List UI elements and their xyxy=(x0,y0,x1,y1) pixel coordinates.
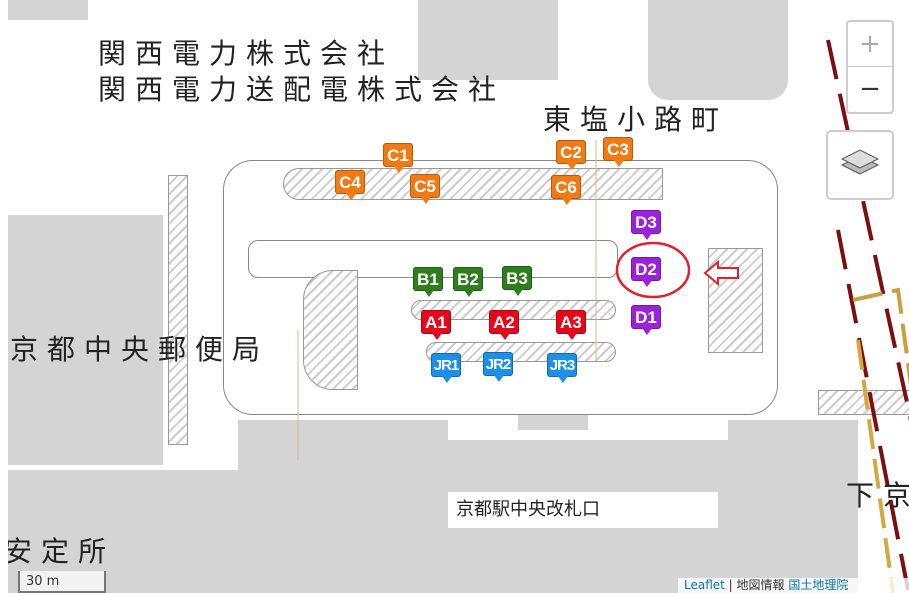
layers-icon xyxy=(840,149,880,175)
layers-button[interactable] xyxy=(826,130,894,200)
marker-b1[interactable]: B1 xyxy=(413,267,443,297)
marker-a1[interactable]: A1 xyxy=(421,310,451,340)
marker-b2[interactable]: B2 xyxy=(453,267,483,297)
rail-lines xyxy=(297,39,909,593)
zoom-out-button[interactable]: − xyxy=(859,74,881,104)
marker-a3[interactable]: A3 xyxy=(556,310,586,340)
map-label-anteisho: 安定所 xyxy=(4,535,116,568)
map-label-higashi-shiokoji: 東塩小路町 xyxy=(543,103,729,136)
gsi-link[interactable]: 国土地理院 xyxy=(788,578,849,592)
map-label-shimogyo: 下京 xyxy=(846,479,909,512)
marker-c6[interactable]: C6 xyxy=(551,175,581,205)
marker-c5[interactable]: C5 xyxy=(410,174,440,204)
marker-c1[interactable]: C1 xyxy=(383,143,413,173)
marker-jr3[interactable]: JR3 xyxy=(547,353,577,383)
map-label-kepco-td: 関西電力送配電株式会社 xyxy=(98,73,506,106)
marker-jr2[interactable]: JR2 xyxy=(483,352,513,382)
map-label-post-office: 京都中央郵便局 xyxy=(10,333,270,366)
building xyxy=(8,215,163,465)
marker-c3[interactable]: C3 xyxy=(603,137,633,167)
attribution-sep: | 地図情報 xyxy=(724,578,789,592)
attribution: Leaflet | 地図情報 国土地理院 xyxy=(678,578,909,593)
marker-d2[interactable]: D2 xyxy=(631,257,661,287)
building xyxy=(648,0,788,100)
map-label-central-gate: 京都駅中央改札口 xyxy=(448,492,718,528)
leaflet-link[interactable]: Leaflet xyxy=(684,578,725,592)
scale-bar: 30 m xyxy=(18,571,106,593)
hatched-area xyxy=(168,175,188,445)
zoom-control: + − xyxy=(846,20,894,114)
building xyxy=(8,0,88,20)
marker-jr1[interactable]: JR1 xyxy=(431,353,461,383)
hatched-area xyxy=(303,270,358,390)
marker-d3[interactable]: D3 xyxy=(631,210,661,240)
marker-a2[interactable]: A2 xyxy=(489,310,519,340)
marker-c2[interactable]: C2 xyxy=(556,140,586,170)
marker-c4[interactable]: C4 xyxy=(335,170,365,200)
highlight-annotation xyxy=(615,241,739,299)
arrow-left-icon xyxy=(703,259,739,287)
station-building xyxy=(728,420,858,593)
map-label-kepco: 関西電力株式会社 xyxy=(98,37,395,70)
building xyxy=(418,0,558,80)
zoom-in-button[interactable]: + xyxy=(848,22,892,67)
marker-d1[interactable]: D1 xyxy=(631,305,661,335)
marker-b3[interactable]: B3 xyxy=(502,266,532,296)
